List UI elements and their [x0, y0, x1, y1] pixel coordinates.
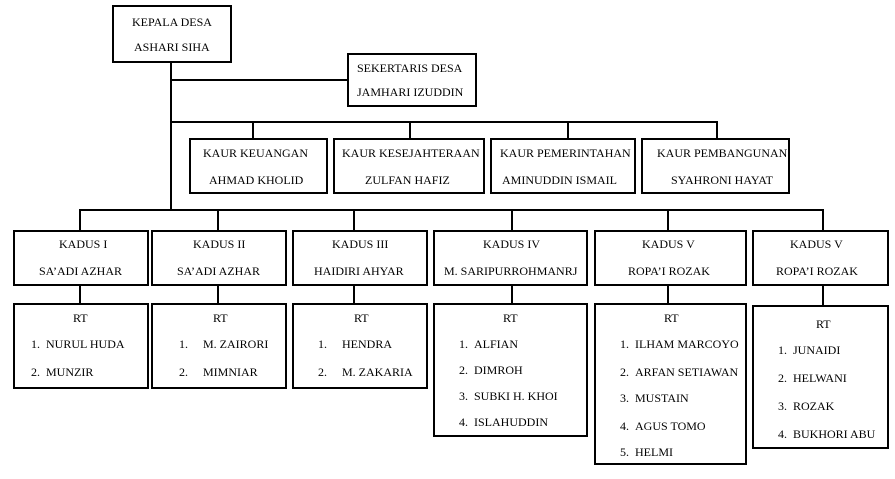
- connector-kaur-drop-4: [716, 121, 718, 139]
- sekretaris-desa-name: JAMHARI IZUDDIN: [357, 85, 464, 99]
- kaur-kesejahteraan-box: KAUR KESEJAHTERAAN ZULFAN HAFIZ: [333, 138, 485, 194]
- rt-member: 2. M. ZAKARIA: [318, 365, 413, 379]
- kaur-pemerintahan-box: KAUR PEMERINTAHAN AMINUDDIN ISMAIL: [490, 138, 636, 194]
- connector-rt-5: [667, 285, 669, 304]
- rt-box: RT 1. ILHAM MARCOYO 2. ARFAN SETIAWAN 3.…: [594, 303, 747, 465]
- rt-box: RT 1. HENDRA 2. M. ZAKARIA: [292, 303, 428, 389]
- rt-heading: RT: [816, 317, 831, 331]
- kadus-title: KADUS V: [790, 237, 843, 251]
- sekretaris-desa-box: SEKERTARIS DESA JAMHARI IZUDDIN: [347, 53, 477, 107]
- connector-kadus-drop-2: [217, 209, 219, 231]
- rt-member: 1. ILHAM MARCOYO: [620, 337, 739, 351]
- connector-kadus-drop-4: [511, 209, 513, 231]
- rt-heading: RT: [213, 311, 228, 325]
- rt-member: 1. JUNAIDI: [778, 343, 841, 357]
- connector-rt-2: [217, 285, 219, 304]
- kadus-box: KADUS V ROPA’I ROZAK: [594, 230, 747, 286]
- rt-box: RT 1. M. ZAIRORI 2. MIMNIAR: [151, 303, 287, 389]
- kepala-desa-box: KEPALA DESA ASHARI SIHA: [112, 5, 232, 63]
- kadus-box: KADUS III HAIDIRI AHYAR: [292, 230, 428, 286]
- connector-rt-1: [79, 285, 81, 304]
- kaur-pembangunan-box: KAUR PEMBANGUNAN SYAHRONI HAYAT: [641, 138, 790, 194]
- connector-kadus-drop-3: [353, 209, 355, 231]
- rt-box: RT 1. JUNAIDI 2. HELWANI 3. ROZAK 4. BUK…: [752, 305, 889, 449]
- kadus-box: KADUS IV M. SARIPURROHMANRJ: [433, 230, 588, 286]
- rt-member: 2. MIMNIAR: [179, 365, 258, 379]
- rt-member: 5. HELMI: [620, 445, 673, 459]
- rt-member: 1. ALFIAN: [459, 337, 518, 351]
- connector-kepala-trunk: [170, 61, 172, 210]
- kaur-name: AHMAD KHOLID: [209, 173, 304, 187]
- rt-member: 2. ARFAN SETIAWAN: [620, 365, 739, 379]
- connector-kadus-drop-6: [822, 209, 824, 231]
- rt-heading: RT: [73, 311, 88, 325]
- connector-kaur-drop-3: [567, 121, 569, 139]
- rt-member: 4. AGUS TOMO: [620, 419, 706, 433]
- rt-member: 4. BUKHORI ABU: [778, 427, 876, 441]
- rt-member: 3. SUBKI H. KHOI: [459, 389, 558, 403]
- rt-heading: RT: [354, 311, 369, 325]
- kadus-name: SA’ADI AZHAR: [177, 264, 261, 278]
- connector-rt-6: [822, 285, 824, 306]
- kadus-title: KADUS II: [193, 237, 246, 251]
- kaur-name: ZULFAN HAFIZ: [365, 173, 450, 187]
- kaur-title: KAUR PEMBANGUNAN: [657, 146, 788, 160]
- connector-rt-4: [511, 285, 513, 304]
- connector-kadus-drop-5: [667, 209, 669, 231]
- rt-member: 2. MUNZIR: [31, 365, 94, 379]
- kadus-box: KADUS I SA’ADI AZHAR: [13, 230, 149, 286]
- sekretaris-desa-title: SEKERTARIS DESA: [357, 61, 463, 75]
- rt-box: RT 1. ALFIAN 2. DIMROH 3. SUBKI H. KHOI …: [433, 303, 588, 437]
- kepala-desa-title: KEPALA DESA: [132, 15, 212, 29]
- connector-kadus-bus: [79, 209, 824, 211]
- rt-heading: RT: [503, 311, 518, 325]
- rt-member: 3. ROZAK: [778, 399, 835, 413]
- kadus-title: KADUS I: [59, 237, 108, 251]
- kadus-title: KADUS III: [332, 237, 389, 251]
- kaur-title: KAUR KEUANGAN: [203, 146, 308, 160]
- rt-member: 4. ISLAHUDDIN: [459, 415, 548, 429]
- connector-sekretaris: [170, 79, 348, 81]
- rt-member: 1. NURUL HUDA: [31, 337, 125, 351]
- rt-member: 1. M. ZAIRORI: [179, 337, 269, 351]
- connector-kaur-bus: [170, 121, 718, 123]
- connector-kaur-drop-1: [252, 121, 254, 139]
- kadus-name: SA’ADI AZHAR: [39, 264, 123, 278]
- connector-kadus-drop-1: [79, 209, 81, 231]
- kaur-title: KAUR PEMERINTAHAN: [500, 146, 631, 160]
- rt-member: 1. HENDRA: [318, 337, 392, 351]
- kadus-box: KADUS V ROPA’I ROZAK: [752, 230, 889, 286]
- kadus-name: M. SARIPURROHMANRJ: [444, 264, 578, 278]
- rt-heading: RT: [664, 311, 679, 325]
- kadus-name: HAIDIRI AHYAR: [314, 264, 404, 278]
- rt-member: 2. DIMROH: [459, 363, 523, 377]
- kadus-box: KADUS II SA’ADI AZHAR: [151, 230, 287, 286]
- kadus-title: KADUS IV: [483, 237, 540, 251]
- rt-box: RT 1. NURUL HUDA 2. MUNZIR: [13, 303, 149, 389]
- kaur-keuangan-box: KAUR KEUANGAN AHMAD KHOLID: [189, 138, 328, 194]
- kaur-name: AMINUDDIN ISMAIL: [502, 173, 617, 187]
- rt-member: 2. HELWANI: [778, 371, 847, 385]
- kadus-name: ROPA’I ROZAK: [776, 264, 858, 278]
- rt-member: 3. MUSTAIN: [620, 391, 689, 405]
- kadus-name: ROPA’I ROZAK: [628, 264, 710, 278]
- kepala-desa-name: ASHARI SIHA: [134, 40, 210, 54]
- kaur-name: SYAHRONI HAYAT: [671, 173, 773, 187]
- connector-rt-3: [353, 285, 355, 304]
- kaur-title: KAUR KESEJAHTERAAN: [342, 146, 480, 160]
- kadus-title: KADUS V: [642, 237, 695, 251]
- connector-kaur-drop-2: [409, 121, 411, 139]
